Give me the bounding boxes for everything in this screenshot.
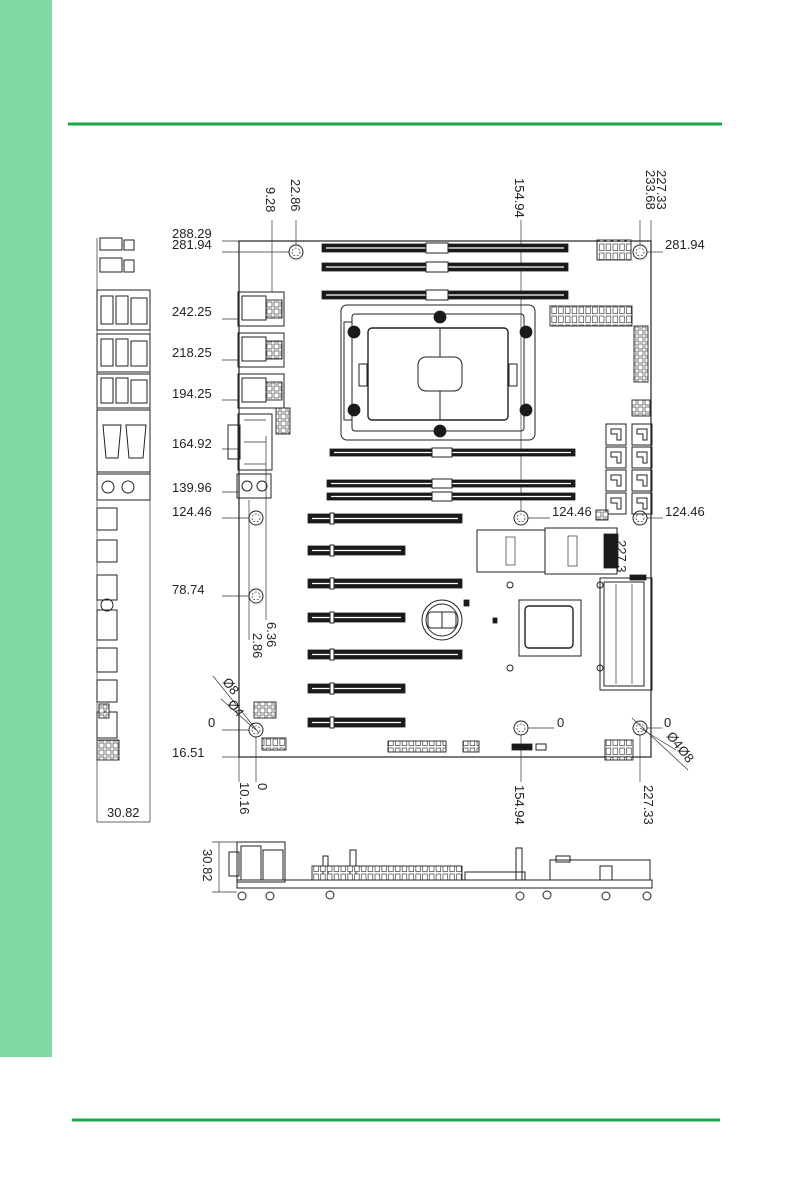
dimm-slot (327, 492, 575, 501)
dim-right-mid-hole-x: 227.3 (614, 540, 629, 573)
dim-left-mid-hole-y: 124.46 (172, 504, 212, 519)
pcie-slot (308, 545, 405, 556)
board-side-view (212, 842, 652, 900)
mounting-hole (514, 721, 528, 735)
sata-port (606, 470, 626, 491)
vga-com-connector (228, 414, 272, 470)
dim-left-top-hole-y: 281.94 (172, 237, 212, 252)
mounting-hole (633, 245, 647, 259)
pin-header (254, 702, 276, 718)
pcie-slot (308, 578, 462, 589)
sata-port (632, 424, 652, 445)
pcie-slot (308, 513, 462, 524)
dimm-slot (330, 448, 575, 457)
dim-center-mid-hole-y: 124.46 (552, 504, 592, 519)
sata-port (632, 447, 652, 468)
pcie-slot (308, 649, 462, 660)
dim-io-offset-b: 2.86 (250, 633, 265, 658)
sata-port (606, 493, 626, 514)
pin-header (596, 510, 608, 520)
usb-rj45-panel-block (97, 290, 150, 330)
atx-24pin-power-connector (550, 306, 632, 326)
pin-header (262, 738, 286, 750)
dim-right-origin-y: 0 (664, 715, 671, 730)
dim-left-origin-y: 0 (208, 715, 215, 730)
dim-bottom-right-hole-x: 227.33 (641, 785, 656, 825)
dim-top-io-x: 9.28 (263, 187, 278, 212)
dim-side-view-height: 30.82 (200, 849, 215, 882)
dim-bottom-center-x: 154.94 (512, 785, 527, 825)
mounting-hole (514, 511, 528, 525)
dim-left-audio-y: 139.96 (172, 480, 212, 495)
pcie-slot (308, 717, 405, 728)
mounting-hole (289, 245, 303, 259)
rj45-usb-stack (238, 292, 284, 326)
dim-bottom-origin-x: 0 (255, 783, 270, 790)
dim-top-right-hole-x: 227.33 (654, 170, 669, 210)
dimm-slot (327, 479, 575, 488)
sata-port (606, 424, 626, 445)
rj45-usb-stack (238, 333, 284, 367)
dim-panel-depth: 30.82 (107, 805, 140, 820)
dim-center-origin-y: 0 (557, 715, 564, 730)
cmos-battery (422, 600, 497, 640)
dim-left-lan2-y: 218.25 (172, 345, 212, 360)
pin-header (388, 741, 446, 752)
page-sidebar (0, 0, 52, 1057)
pin-header (512, 744, 532, 750)
pcie-slot (308, 683, 405, 694)
dim-top-center-x: 154.94 (512, 178, 527, 218)
dimension-labels: 22.86 9.28 154.94 233.68 227.33 288.29 2… (107, 170, 705, 882)
usb-rj45-panel-block (97, 334, 150, 372)
cpu-8pin-power-connector (597, 240, 631, 260)
audio-panel-block (97, 474, 150, 500)
dimm-slot (322, 290, 568, 300)
dimm-slot (322, 262, 568, 272)
io-panel-side-view (97, 238, 150, 822)
dim-left-lan1-y: 242.25 (172, 304, 212, 319)
pin-header (634, 326, 648, 382)
pcie-slots (308, 513, 462, 728)
dim-bottom-left-edge: 10.16 (237, 782, 252, 815)
mounting-hole (633, 511, 647, 525)
rj45-usb-stack (238, 374, 284, 408)
pin-header (536, 744, 546, 750)
vertical-slot-connector (600, 575, 652, 690)
cpu-socket (341, 305, 535, 440)
pin-header (276, 408, 290, 434)
dim-left-lan3-y: 194.25 (172, 386, 212, 401)
dimm-slot (322, 243, 568, 253)
vga-com-panel-block (97, 410, 150, 472)
sata-port (606, 447, 626, 468)
mounting-hole (249, 511, 263, 525)
dim-left-lower-hole-y: 78.74 (172, 582, 205, 597)
usb-rj45-panel-block (97, 374, 150, 408)
chipset (507, 582, 603, 671)
dim-right-top-hole-y: 281.94 (665, 237, 705, 252)
sata-connectors (606, 424, 652, 514)
dim-io-offset-a: 6.36 (264, 622, 279, 647)
dim-right-mid-hole-y: 124.46 (665, 504, 705, 519)
m2-slot (477, 530, 545, 572)
dim-left-bottom-edge: 16.51 (172, 745, 205, 760)
hole-inner-diameter-label: Ø4 (225, 697, 247, 720)
sata-port (632, 470, 652, 491)
dim-top-hole-x: 22.86 (288, 179, 303, 212)
pcie-slot (308, 612, 405, 623)
rear-io-ports (228, 292, 284, 498)
m2-slots (477, 528, 618, 574)
pin-header (605, 740, 633, 760)
mounting-hole (249, 589, 263, 603)
board-top-view (213, 220, 688, 782)
pin-header (632, 400, 650, 416)
dim-left-vga-y: 164.92 (172, 436, 212, 451)
pin-header (463, 741, 479, 752)
